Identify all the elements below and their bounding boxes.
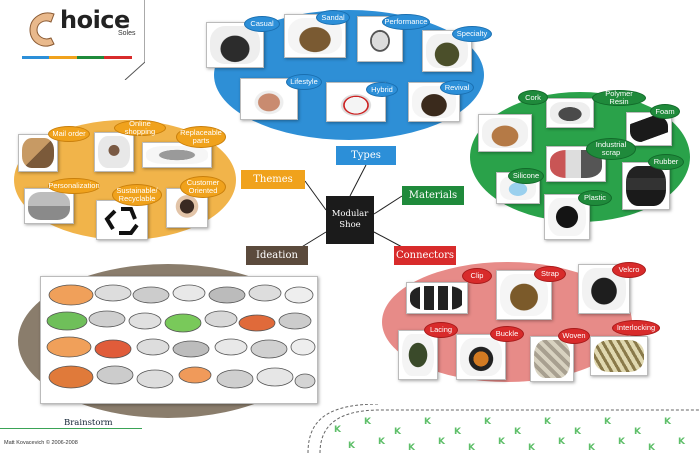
category-types: Types — [336, 146, 396, 165]
svg-text:K: K — [334, 425, 342, 435]
svg-text:K: K — [498, 437, 506, 447]
svg-text:K: K — [514, 427, 522, 437]
photo-velcro — [578, 264, 630, 314]
tag-hybrid: Hybrid — [366, 82, 398, 97]
photo-clip — [406, 282, 468, 314]
tag-woven: Woven — [558, 328, 590, 344]
photo-specialty-shoe — [422, 30, 472, 72]
photo-buckle — [456, 334, 506, 380]
recycle-icon — [104, 207, 139, 235]
logo-subtitle: Soles — [118, 30, 136, 37]
tag-foam: Foam — [650, 104, 680, 119]
logo-wordmark: hoice — [60, 6, 130, 34]
photo-sandal — [284, 14, 346, 58]
tag-specialty: Specialty — [452, 26, 492, 42]
center-node-line1: Modular — [331, 209, 369, 220]
tag-strap: Strap — [534, 266, 566, 282]
tag-plastic: Plastic — [578, 190, 612, 206]
photo-cork — [478, 114, 532, 152]
center-node: Modular Shoe — [326, 196, 374, 244]
category-ideation: Ideation — [246, 246, 308, 265]
tag-customer-oriented: Customer Oriented — [180, 176, 226, 198]
logo-stripe — [22, 56, 132, 59]
photo-lacing — [398, 330, 438, 380]
photo-personalization — [24, 188, 74, 224]
svg-text:K: K — [394, 427, 402, 437]
svg-text:K: K — [408, 443, 416, 453]
svg-text:K: K — [468, 443, 476, 453]
tag-sandal: Sandal — [316, 10, 350, 25]
photo-recycle — [96, 200, 148, 240]
shoe-sketches — [46, 284, 316, 389]
tag-clip: Clip — [462, 268, 492, 284]
tag-velcro: Velcro — [612, 262, 646, 278]
logo-frame — [124, 0, 145, 80]
tag-polymer-resin: Polymer Resin — [592, 90, 646, 106]
tag-interlocking: Interlocking — [612, 320, 660, 336]
photo-mail-order — [18, 134, 58, 172]
tag-revival: Revival — [440, 80, 474, 95]
svg-text:K: K — [348, 441, 356, 451]
photo-sketch-sheet — [40, 276, 318, 404]
category-connectors: Connectors — [394, 246, 456, 265]
svg-text:K: K — [664, 417, 672, 427]
svg-text:K: K — [364, 417, 372, 427]
svg-text:K: K — [454, 427, 462, 437]
tag-lifestyle: Lifestyle — [286, 74, 322, 90]
photo-interlocking — [590, 336, 648, 376]
category-themes: Themes — [241, 170, 305, 189]
tag-rubber: Rubber — [648, 154, 684, 170]
svg-text:K: K — [484, 417, 492, 427]
footer-divider — [0, 428, 142, 429]
svg-text:K: K — [588, 443, 596, 453]
svg-text:K: K — [528, 443, 536, 453]
tag-silicone: Silicone — [508, 168, 544, 184]
svg-text:K: K — [378, 437, 386, 447]
tag-replaceable-parts: Replaceable parts — [176, 126, 226, 148]
svg-text:K: K — [438, 437, 446, 447]
tag-industrial-scrap: Industrial scrap — [586, 138, 636, 160]
svg-text:K: K — [558, 437, 566, 447]
photo-rubber — [622, 162, 670, 210]
svg-text:K: K — [634, 427, 642, 437]
svg-text:K: K — [648, 443, 656, 453]
photo-online-shopping — [94, 132, 134, 172]
tag-performance: Performance — [382, 14, 430, 30]
tag-personalization: Personalization — [48, 178, 100, 194]
svg-text:K: K — [544, 417, 552, 427]
tag-sustainable-recyclable: Sustainable/ Recyclable — [112, 184, 162, 206]
svg-text:K: K — [574, 427, 582, 437]
tag-lacing: Lacing — [424, 322, 458, 338]
hand-c-icon — [29, 12, 55, 47]
tag-online-shopping: Online shopping — [114, 120, 166, 136]
tag-buckle: Buckle — [490, 326, 524, 342]
photo-woven — [530, 336, 574, 382]
footer-title: Brainstorm — [64, 418, 113, 428]
svg-text:K: K — [424, 417, 432, 427]
tag-cork: Cork — [518, 90, 548, 105]
center-node-line2: Shoe — [339, 220, 361, 230]
svg-text:K: K — [604, 417, 612, 427]
tag-mail-order: Mail order — [48, 126, 90, 142]
category-materials: Materials — [402, 186, 464, 205]
tag-casual: Casual — [244, 16, 280, 32]
photo-replaceable-parts — [142, 142, 212, 168]
svg-text:K: K — [618, 437, 626, 447]
photo-polymer-resin — [546, 98, 594, 128]
photo-foam — [626, 112, 672, 146]
svg-text:K: K — [678, 437, 686, 447]
footer-credit: Matt Kovacevich © 2006-2008 — [4, 440, 78, 446]
